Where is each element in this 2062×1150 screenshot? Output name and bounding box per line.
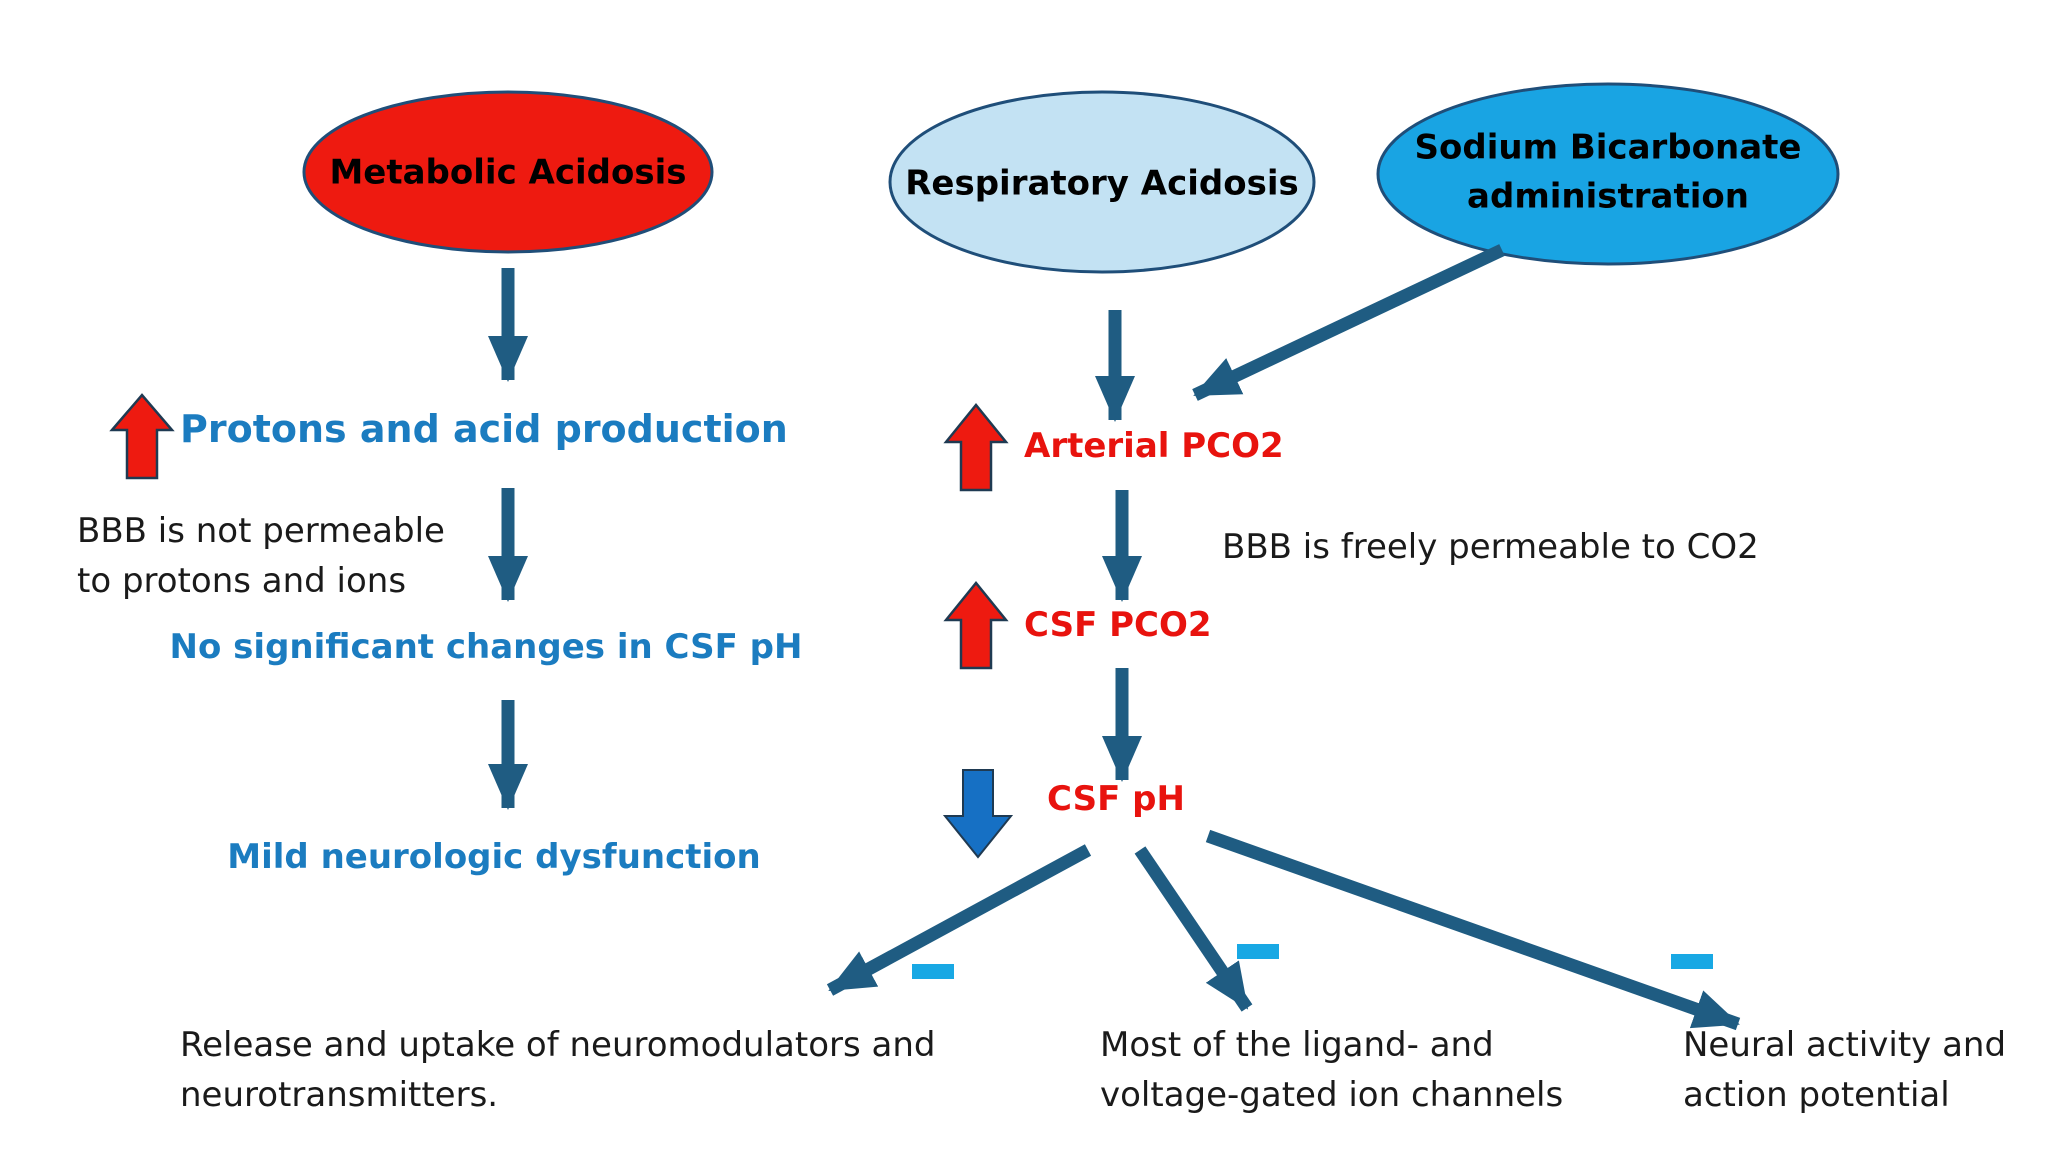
csf-ph-label: CSF pH bbox=[1047, 779, 1185, 819]
minus-sign-icon bbox=[1671, 954, 1713, 969]
bbb-not-permeable-line1: BBB is not permeable bbox=[77, 511, 445, 551]
csf-pco2-label: CSF PCO2 bbox=[1024, 605, 1212, 645]
minus-sign-icon bbox=[1237, 944, 1279, 959]
sodium-bicarbonate-label-line2: administration bbox=[1467, 177, 1749, 217]
arrow-bicarbonate-to-arterial bbox=[1192, 244, 1505, 401]
bbb-freely-permeable-label: BBB is freely permeable to CO2 bbox=[1222, 527, 1759, 567]
mild-dysfunction-label: Mild neurologic dysfunction bbox=[227, 837, 760, 877]
neural-activity-line1: Neural activity and bbox=[1683, 1025, 2006, 1065]
arterial-pco2-label: Arterial PCO2 bbox=[1024, 426, 1284, 466]
no-change-label: No significant changes in CSF pH bbox=[170, 627, 803, 667]
minus-sign-icon bbox=[912, 964, 954, 979]
metabolic-acidosis-ellipse bbox=[302, 90, 714, 254]
neural-activity-line2: action potential bbox=[1683, 1075, 1950, 1115]
down-arrow-icon bbox=[942, 769, 1014, 859]
ion-channels-line2: voltage-gated ion channels bbox=[1100, 1075, 1563, 1115]
release-uptake-line2: neurotransmitters. bbox=[180, 1075, 498, 1115]
arrow-csf-ph-to-neural-activity bbox=[1205, 829, 1741, 1031]
release-uptake-line1: Release and uptake of neuromodulators an… bbox=[180, 1025, 936, 1065]
respiratory-acidosis-label: Respiratory Acidosis bbox=[905, 164, 1299, 204]
metabolic-acidosis-node: Metabolic Acidosis bbox=[302, 90, 714, 254]
arrow-csf-ph-to-release bbox=[826, 844, 1092, 996]
bbb-not-permeable-line2: to protons and ions bbox=[77, 561, 406, 601]
up-arrow-icon bbox=[943, 403, 1009, 492]
respiratory-acidosis-node: Respiratory Acidosis bbox=[888, 90, 1316, 274]
sodium-bicarbonate-label-line1: Sodium Bicarbonate bbox=[1415, 128, 1802, 168]
sodium-bicarbonate-node: Sodium Bicarbonate administration bbox=[1376, 82, 1840, 266]
respiratory-acidosis-ellipse bbox=[888, 90, 1316, 274]
metabolic-acidosis-label: Metabolic Acidosis bbox=[329, 153, 686, 193]
connector-arrows bbox=[488, 244, 1741, 1031]
arrow-csf-ph-to-ion-channels bbox=[1134, 846, 1253, 1012]
ion-channels-line1: Most of the ligand- and bbox=[1100, 1025, 1494, 1065]
up-arrow-icon bbox=[943, 581, 1009, 670]
protons-label: Protons and acid production bbox=[180, 407, 788, 451]
sodium-bicarbonate-ellipse bbox=[1376, 82, 1840, 266]
up-arrow-icon bbox=[109, 393, 175, 480]
